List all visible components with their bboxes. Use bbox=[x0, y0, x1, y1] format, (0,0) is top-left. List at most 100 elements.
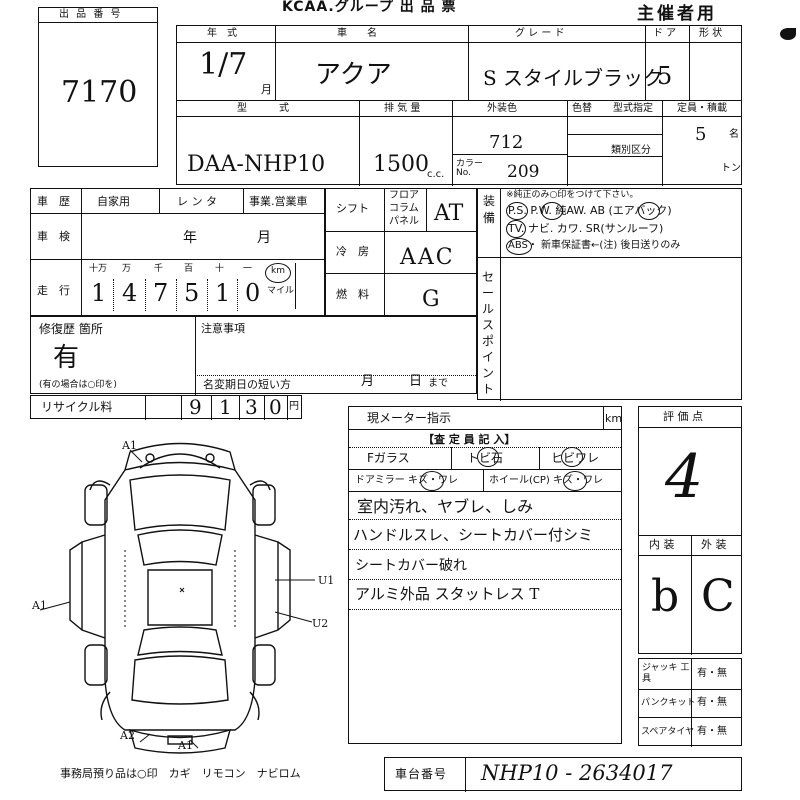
mileage-digits: 十万 万 千 百 十 一 1 4 7 5 1 0 km マイル bbox=[83, 261, 323, 315]
diagram-mark-left: A1 bbox=[32, 599, 47, 612]
equipment-note: ※純正のみ○印をつけて下さい。 bbox=[506, 190, 639, 200]
body-label: 形 状 bbox=[699, 28, 723, 39]
repair-label: 修復歴 箇所 bbox=[39, 322, 103, 336]
fuel-value: G bbox=[422, 287, 440, 312]
spare-tire-label: スペアタイヤ bbox=[641, 727, 695, 737]
grade-label: 評 価 点 bbox=[663, 410, 703, 423]
puncture-kit-label: パンクキット bbox=[641, 698, 696, 708]
wheel-scratch-circle bbox=[563, 471, 587, 491]
shift-panel: パネル bbox=[389, 216, 419, 227]
ps-circle bbox=[506, 202, 528, 220]
repair-notes-block: 修復歴 箇所 有 (有の場合は○印を) 注意事項 名変期日の短い方 月 日 まで bbox=[30, 316, 478, 395]
shift-label: シフト bbox=[336, 202, 369, 215]
inspection-year: 年 bbox=[183, 230, 197, 246]
jack-label: ジャッキ 工 具 bbox=[642, 663, 690, 684]
mileage-label: 走 行 bbox=[37, 284, 70, 297]
interior-label: 内 装 bbox=[649, 538, 675, 551]
abs-circle bbox=[506, 238, 532, 255]
mileage-digit-1: 1 bbox=[91, 279, 107, 307]
inspector-comment-3: シートカバー破れ bbox=[355, 558, 467, 574]
capacity-value: 5 bbox=[695, 124, 707, 145]
history-label: 車 歴 bbox=[37, 195, 70, 208]
doors-label: ド ア bbox=[653, 28, 677, 39]
displacement-label: 排 気 量 bbox=[384, 103, 421, 114]
lot-number-value: 7170 bbox=[61, 75, 138, 110]
vehicle-info-grid: 年 式 車 名 グ レ ー ド ド ア 形 状 1/7 月 アクア S スタイル… bbox=[176, 25, 742, 186]
recycle-digit-3: 3 bbox=[245, 395, 258, 419]
equipment-line-3: ABS・ 新車保証書←(注) 後日送りのみ bbox=[508, 240, 681, 251]
shift-floor: フロア bbox=[389, 190, 419, 201]
grade-value: S スタイルブラック bbox=[483, 66, 664, 90]
fuel-label: 燃 料 bbox=[336, 288, 369, 301]
f-glass-label: Fガラス bbox=[367, 451, 410, 465]
model-value: DAA-NHP10 bbox=[187, 152, 326, 177]
mileage-digit-3: 7 bbox=[153, 279, 169, 307]
recycle-fee-row: リサイクル料 9 1 3 0 円 bbox=[30, 395, 302, 420]
km-circle bbox=[265, 263, 291, 283]
color-no-value: 209 bbox=[507, 162, 540, 182]
equipment-line-2: TV. ナビ. カワ. SR(サンルーフ) bbox=[508, 222, 664, 235]
diagram-mark-rear-a2: A2 bbox=[120, 729, 135, 742]
ac-value: AAC bbox=[400, 245, 455, 270]
shift-column: コラム bbox=[389, 203, 419, 214]
capacity-label: 定員・積載 bbox=[677, 103, 727, 114]
corner-mark bbox=[780, 28, 796, 40]
inspection-month: 月 bbox=[257, 230, 271, 246]
repair-value: 有 bbox=[53, 343, 80, 373]
tools-block: ジャッキ 工 具 有・無 パンクキット 有・無 スペアタイヤ 有・無 bbox=[638, 658, 742, 747]
diagram-mark-u1: U1 bbox=[318, 574, 335, 587]
recycle-label: リサイクル料 bbox=[41, 400, 113, 414]
history-private: 自家用 bbox=[97, 195, 130, 208]
inspector-comment-4: アルミ外品 スタットレス T bbox=[355, 585, 540, 603]
car-name-label: 車 名 bbox=[337, 28, 377, 39]
exterior-value: C bbox=[701, 571, 735, 622]
chassis-value: NHP10 - 2634017 bbox=[481, 761, 673, 785]
spare-tire-value: 有・無 bbox=[697, 726, 727, 737]
exterior-label: 外 装 bbox=[701, 538, 727, 551]
capacity-unit: 名 bbox=[729, 129, 739, 140]
grade-block: 評 価 点 4 内 装 外 装 b C bbox=[638, 406, 742, 655]
doors-value: 5 bbox=[657, 62, 673, 90]
year-value: 1/7 bbox=[199, 47, 248, 82]
car-name-value: アクア bbox=[315, 60, 392, 90]
meter-unit: km bbox=[605, 412, 623, 425]
meter-label: 現メーター指示 bbox=[367, 411, 452, 425]
mileage-digit-6: 0 bbox=[245, 279, 261, 307]
diagram-mark-u2: U2 bbox=[312, 617, 329, 630]
inspector-block: 現メーター指示 km 【査 定 員 記 入】 Fガラス トビ石 ヒビワレ ドアミ… bbox=[348, 406, 622, 744]
equipment-block: 装備 ※純正のみ○印をつけて下さい。 P.S. P.W. 純AW. AB (エア… bbox=[477, 188, 742, 401]
history-rental: レ ン タ bbox=[177, 195, 217, 208]
exterior-color-value: 712 bbox=[489, 132, 524, 153]
lot-number-label: 出 品 番 号 bbox=[59, 9, 123, 20]
inspector-comment-1: 室内汚れ、ヤブレ、しみ bbox=[357, 497, 534, 516]
recycle-digit-4: 0 bbox=[269, 395, 282, 419]
recycle-digit-2: 1 bbox=[219, 395, 232, 419]
chip-circle bbox=[477, 447, 499, 467]
mileage-digit-5: 1 bbox=[215, 279, 231, 307]
notes-label: 注意事項 bbox=[201, 322, 245, 335]
deadline-until: まで bbox=[428, 378, 448, 389]
puncture-kit-value: 有・無 bbox=[697, 697, 727, 708]
interior-value: b bbox=[651, 571, 680, 622]
deadline-day: 日 bbox=[409, 374, 423, 389]
mileage-digit-4: 5 bbox=[184, 279, 200, 307]
name-change-deadline-label: 名変期日の短い方 bbox=[203, 378, 291, 391]
history-business: 事業.営業車 bbox=[249, 195, 308, 208]
office-kept-items: 事務局預り品は○印 カギ リモコン ナビロム bbox=[60, 767, 301, 780]
deadline-month: 月 bbox=[361, 374, 375, 389]
grade-label: グ レ ー ド bbox=[515, 28, 565, 39]
inspection-label: 車 検 bbox=[37, 230, 70, 243]
ac-label: 冷 房 bbox=[336, 245, 369, 258]
repair-note: (有の場合は○印を) bbox=[39, 380, 117, 390]
chassis-label: 車台番号 bbox=[395, 767, 448, 781]
ab-circle bbox=[638, 202, 660, 220]
pw-circle bbox=[541, 202, 563, 220]
lot-number-box: 出 品 番 号 7170 bbox=[38, 7, 158, 167]
recycle-unit: 円 bbox=[289, 401, 299, 412]
chassis-number-row: 車台番号 NHP10 - 2634017 bbox=[384, 757, 742, 792]
tv-circle bbox=[506, 220, 526, 238]
sales-point-label: セールスポイント bbox=[482, 270, 495, 396]
jack-value: 有・無 bbox=[697, 668, 727, 679]
mileage-digit-2: 4 bbox=[122, 279, 138, 307]
cc-unit: c.c. bbox=[427, 169, 445, 180]
